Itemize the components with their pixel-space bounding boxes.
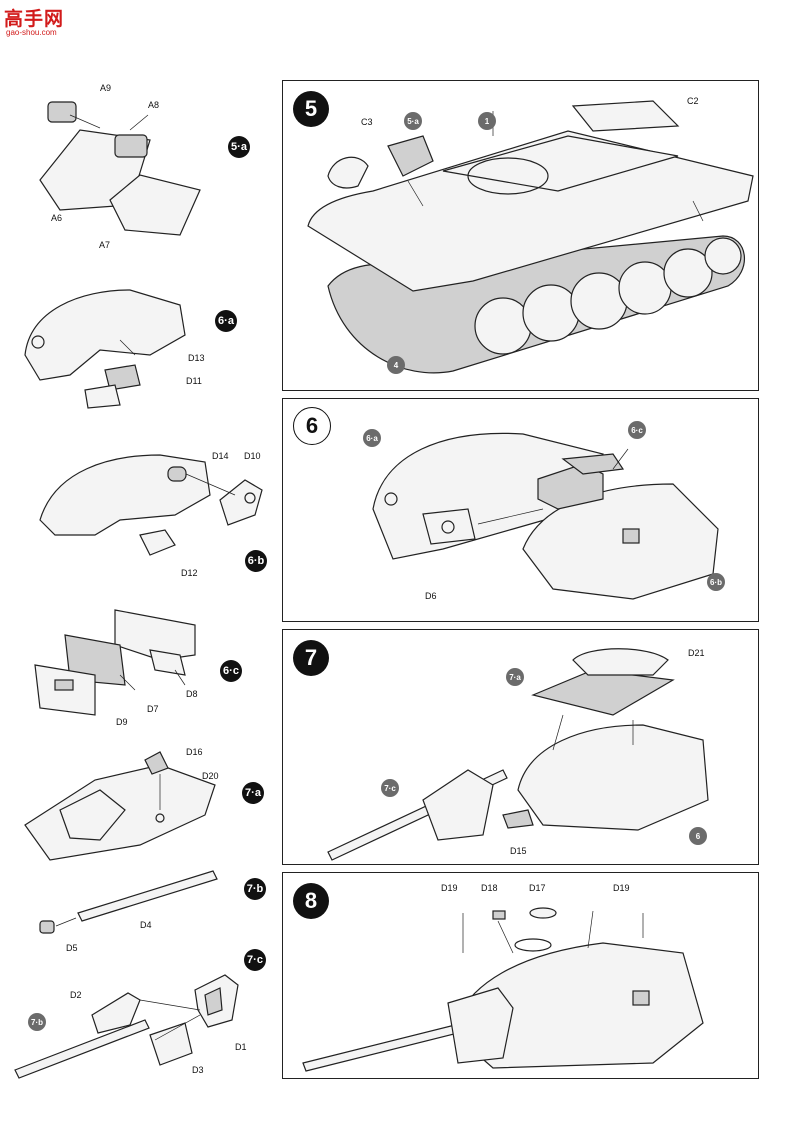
step-7-drawing bbox=[327, 648, 709, 861]
callout-7b-barrel: 7·b bbox=[28, 1013, 46, 1031]
callout-d15: D15 bbox=[510, 846, 527, 856]
substep-7a-drawing bbox=[24, 751, 216, 861]
substep-6b: D14 D10 D12 6·b bbox=[0, 440, 275, 585]
substep-badge-7c: 7·c bbox=[244, 949, 266, 971]
callout-7a: 7·a bbox=[506, 668, 524, 686]
callout-d19-right: D19 bbox=[613, 883, 630, 893]
callout-d6: D6 bbox=[425, 591, 437, 601]
step-5-drawing bbox=[307, 100, 754, 374]
part-label-a8: A8 bbox=[148, 100, 160, 110]
substep-badge-6a: 6·a bbox=[215, 310, 237, 332]
part-label-d5: D5 bbox=[66, 943, 78, 953]
step-number-7: 7 bbox=[293, 640, 329, 676]
callout-6b: 6·b bbox=[707, 573, 725, 591]
part-label-d10: D10 bbox=[244, 451, 261, 461]
callout-6c: 6·c bbox=[628, 421, 646, 439]
callout-5a: 5·a bbox=[404, 112, 422, 130]
part-label-d2: D2 bbox=[70, 990, 82, 1000]
step-6-drawing bbox=[372, 432, 719, 600]
site-logo: 高手网 gao-shou.com bbox=[4, 4, 70, 38]
part-label-d8: D8 bbox=[186, 689, 198, 699]
substep-badge-7b: 7·b bbox=[244, 878, 266, 900]
part-label-d11: D11 bbox=[186, 376, 202, 386]
step-number-8: 8 bbox=[293, 883, 329, 919]
part-label-d13: D13 bbox=[188, 353, 205, 363]
substep-6c-drawing bbox=[34, 609, 196, 716]
part-label-d4: D4 bbox=[140, 920, 152, 930]
substep-7b: D4 D5 7·b bbox=[0, 866, 270, 956]
substep-badge-5a: 5·a bbox=[228, 136, 250, 158]
callout-6a: 6·a bbox=[363, 429, 381, 447]
part-label-d3: D3 bbox=[192, 1065, 204, 1075]
substep-badge-6b: 6·b bbox=[245, 550, 267, 572]
callout-d18: D18 bbox=[481, 883, 498, 893]
logo-url: gao-shou.com bbox=[6, 28, 57, 37]
part-label-a9: A9 bbox=[100, 83, 112, 93]
part-label-d9: D9 bbox=[116, 717, 128, 727]
part-label-d14: D14 bbox=[212, 451, 229, 461]
part-label-d16: D16 bbox=[186, 747, 203, 757]
step-number-6: 6 bbox=[293, 407, 331, 445]
step-8-panel: 8 D19 D18 D17 D19 bbox=[282, 872, 759, 1079]
substep-badge-6c: 6·c bbox=[220, 660, 242, 682]
logo-text: 高手网 bbox=[4, 8, 65, 30]
part-label-a6: A6 bbox=[51, 213, 63, 223]
callout-part-6: 6 bbox=[689, 827, 707, 845]
substep-5a: A9 A8 A6 A7 5·a bbox=[0, 80, 270, 250]
substep-5a-drawing bbox=[39, 101, 201, 236]
callout-7c: 7·c bbox=[381, 779, 399, 797]
substep-6a-drawing bbox=[24, 289, 186, 409]
part-label-d20: D20 bbox=[202, 771, 219, 781]
step-6-panel: 6 6·a 6·c D6 6·b bbox=[282, 398, 759, 622]
part-label-d7: D7 bbox=[147, 704, 159, 714]
substep-7a: D16 D20 7·a bbox=[0, 740, 270, 870]
callout-d19-left: D19 bbox=[441, 883, 458, 893]
substep-badge-7a: 7·a bbox=[242, 782, 264, 804]
substep-7c-drawing bbox=[14, 974, 239, 1079]
callout-part-4: 4 bbox=[387, 356, 405, 374]
substep-7b-drawing bbox=[39, 870, 218, 934]
substep-6a: D13 D11 6·a bbox=[0, 280, 270, 415]
callout-c3: C3 bbox=[361, 117, 373, 127]
part-label-d12: D12 bbox=[181, 568, 198, 578]
callout-part-1: 1 bbox=[478, 112, 496, 130]
step-5-panel: 5 C3 5·a 1 C2 4 bbox=[282, 80, 759, 391]
step-8-drawing bbox=[302, 907, 704, 1072]
step-number-5: 5 bbox=[293, 91, 329, 127]
step-7-panel: 7 7·a D21 7·c 6 D15 bbox=[282, 629, 759, 865]
callout-d17: D17 bbox=[529, 883, 546, 893]
substep-6b-drawing bbox=[39, 454, 263, 556]
substep-7c: D2 7·b D1 D3 7·c bbox=[0, 949, 272, 1085]
callout-c2: C2 bbox=[687, 96, 699, 106]
part-label-a7: A7 bbox=[99, 240, 111, 250]
substep-6c: D8 D7 D9 6·c bbox=[0, 600, 270, 735]
callout-d21: D21 bbox=[688, 648, 705, 658]
part-label-d1: D1 bbox=[235, 1042, 247, 1052]
